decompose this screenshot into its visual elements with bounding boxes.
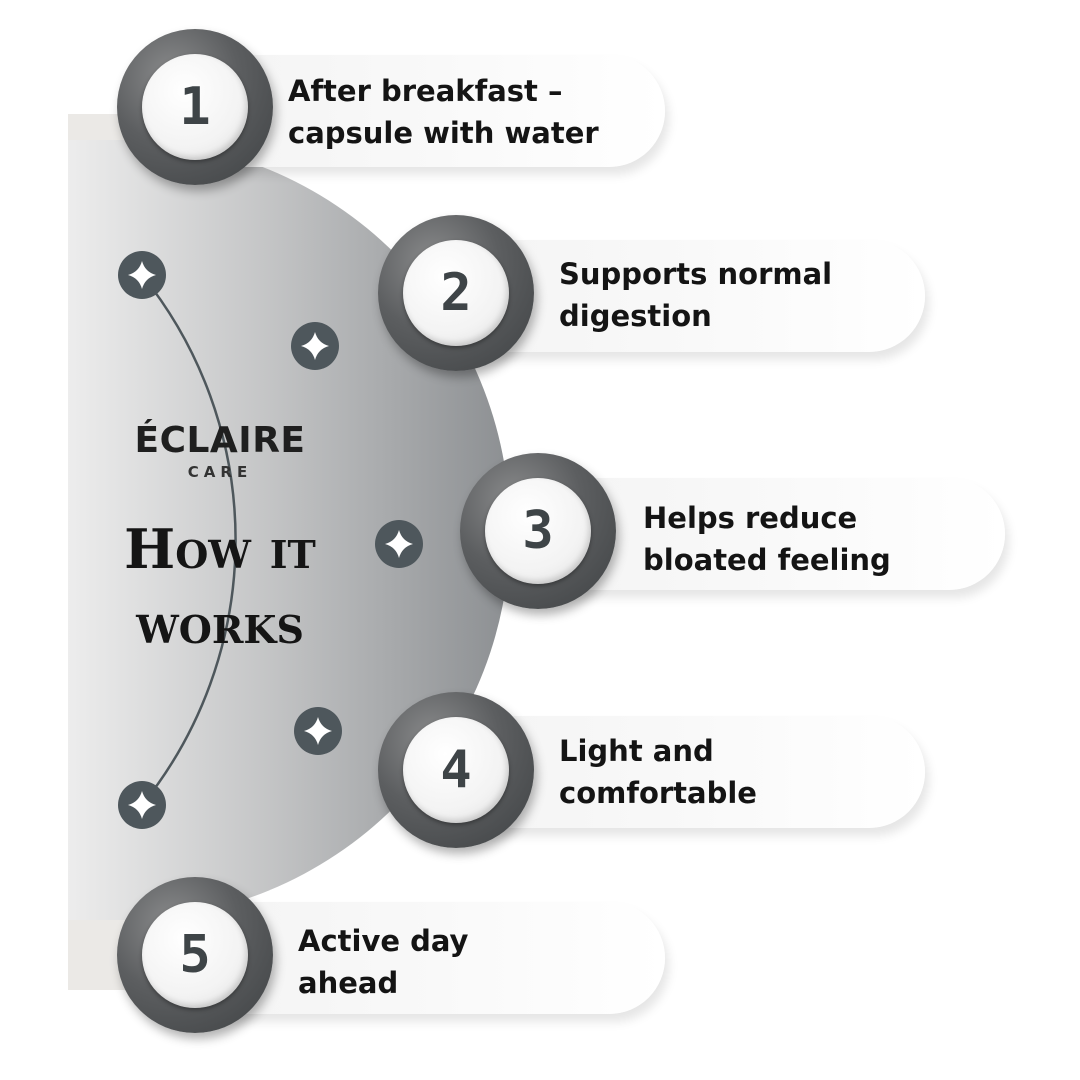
step-text-5: Active day ahead (298, 920, 468, 1004)
step-text-3: Helps reduce bloated feeling (643, 497, 891, 581)
step-text-4: Light and comfortable (559, 730, 757, 814)
step-4-line-1: Light and (559, 734, 714, 768)
step-text-1: After breakfast – capsule with water (288, 70, 599, 154)
sparkle-star-icon (291, 322, 339, 370)
step-badge-5: 5 (117, 877, 273, 1033)
step-3-line-2: bloated feeling (643, 543, 891, 577)
step-badge-1: 1 (117, 29, 273, 185)
brand-tagline: CARE (187, 463, 253, 481)
step-number-1: 1 (142, 54, 248, 160)
step-card-3 (553, 478, 1005, 590)
step-badge-4: 4 (378, 692, 534, 848)
step-2-line-1: Supports normal (559, 257, 833, 291)
step-card-5 (215, 902, 665, 1014)
step-number-4: 4 (403, 717, 509, 823)
step-badge-3: 3 (460, 453, 616, 609)
sparkle-star-icon (118, 251, 166, 299)
step-1-line-1: After breakfast – (288, 74, 563, 108)
brand-name: ÉCLAIRE (134, 420, 306, 461)
step-4-line-2: comfortable (559, 776, 757, 810)
page-title-line-2: works (136, 592, 304, 656)
step-badge-2: 2 (378, 215, 534, 371)
step-card-4 (470, 716, 925, 828)
timeline-arc (141, 274, 237, 806)
sparkle-star-icon (118, 781, 166, 829)
step-5-line-1: Active day (298, 924, 469, 958)
step-5-line-2: ahead (298, 966, 399, 1000)
step-number-3: 3 (485, 478, 591, 584)
step-text-2: Supports normal digestion (559, 253, 832, 337)
step-3-line-1: Helps reduce (643, 501, 858, 535)
page-title-line-1: How it (124, 517, 316, 581)
sparkle-star-icon (375, 520, 423, 568)
step-card-1 (215, 55, 665, 167)
step-1-line-2: capsule with water (288, 116, 599, 150)
step-card-2 (470, 240, 925, 352)
step-number-5: 5 (142, 902, 248, 1008)
step-2-line-2: digestion (559, 299, 712, 333)
sparkle-star-icon (294, 707, 342, 755)
step-number-2: 2 (403, 240, 509, 346)
